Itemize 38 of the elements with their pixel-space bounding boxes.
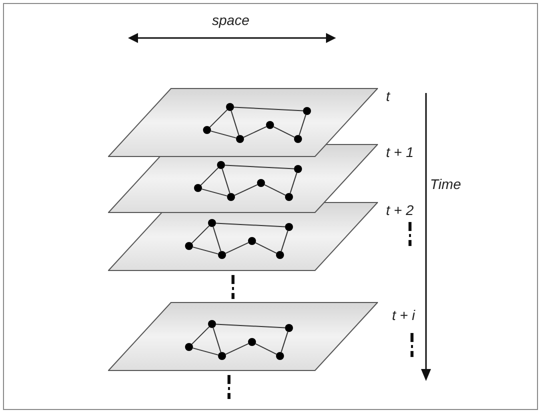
graph-edge bbox=[212, 226, 222, 252]
graph-edge bbox=[234, 106, 304, 112]
graph-edge bbox=[243, 126, 267, 138]
graph-edge bbox=[216, 324, 286, 328]
graph-edge bbox=[222, 168, 230, 194]
graph-edge bbox=[191, 326, 210, 345]
time-step-label: t + 2 bbox=[386, 201, 414, 220]
plane bbox=[108, 302, 378, 371]
graph-edge bbox=[280, 331, 288, 353]
plane bbox=[108, 202, 378, 271]
graph-edge bbox=[290, 172, 298, 194]
time-step-label: t + i bbox=[392, 306, 415, 325]
graph-edge bbox=[200, 167, 219, 186]
graph-edge bbox=[192, 348, 219, 356]
axis-label: space bbox=[212, 11, 250, 30]
graph-edge bbox=[212, 327, 222, 353]
graph-edge bbox=[273, 126, 295, 138]
plane bbox=[108, 144, 378, 213]
graph-edge bbox=[280, 230, 288, 252]
graph-edge bbox=[216, 222, 286, 228]
graph-edge bbox=[298, 114, 306, 136]
graph-edge bbox=[255, 242, 277, 254]
time-step-label: t + 1 bbox=[386, 143, 414, 162]
graph-edge bbox=[224, 164, 294, 170]
graph-edge bbox=[225, 343, 249, 355]
graph-edge bbox=[209, 109, 228, 128]
graph-edge bbox=[264, 184, 286, 196]
plane bbox=[108, 88, 378, 157]
graph-edge bbox=[255, 343, 277, 355]
graph-edge bbox=[234, 184, 258, 196]
graph-edge bbox=[230, 110, 240, 136]
graph-edge bbox=[201, 188, 228, 196]
axis-label: Time bbox=[430, 175, 461, 194]
graph-edge bbox=[225, 242, 249, 254]
graph-edge bbox=[192, 246, 219, 254]
graph-edge bbox=[191, 225, 210, 244]
graph-edge bbox=[210, 130, 237, 138]
time-step-label: t bbox=[386, 87, 390, 106]
